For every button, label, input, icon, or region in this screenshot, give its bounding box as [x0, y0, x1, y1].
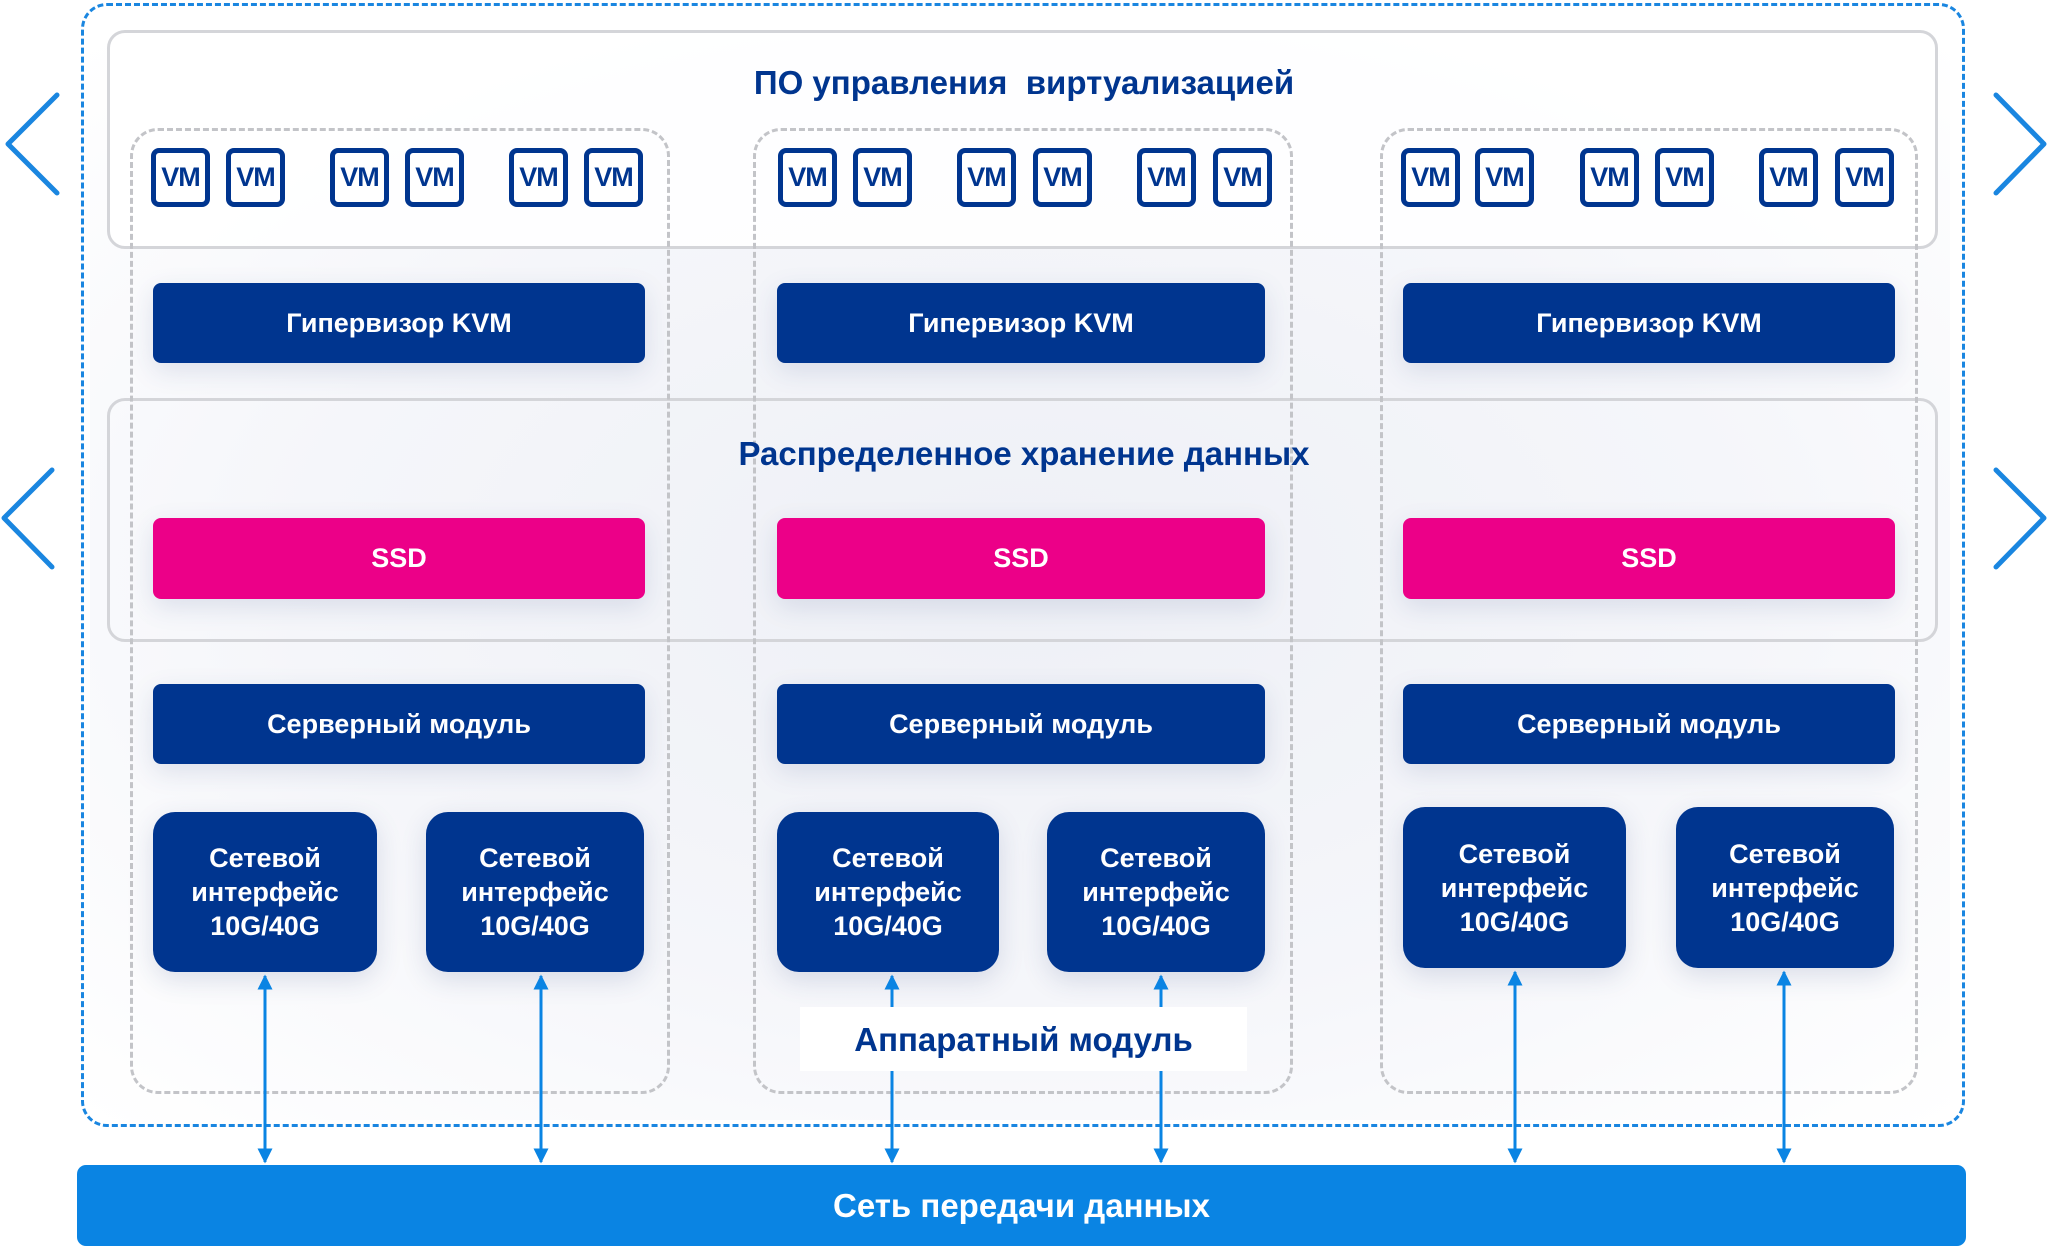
hardware-module-3 — [1380, 128, 1918, 1094]
vm-box[interactable]: VM — [1835, 148, 1894, 207]
network-interface-block[interactable]: Сетевой интерфейс 10G/40G — [1403, 807, 1626, 968]
hypervisor-block[interactable]: Гипервизор KVM — [1403, 283, 1895, 363]
ssd-block[interactable]: SSD — [153, 518, 645, 599]
hardware-module-2 — [753, 128, 1293, 1094]
vm-box[interactable]: VM — [226, 148, 285, 207]
management-layer — [107, 30, 1938, 249]
ssd-block[interactable]: SSD — [777, 518, 1265, 599]
vm-box[interactable]: VM — [1759, 148, 1818, 207]
vm-box[interactable]: VM — [509, 148, 568, 207]
hardware-label-background — [800, 1007, 1247, 1071]
vm-box[interactable]: VM — [1475, 148, 1534, 207]
vm-box[interactable]: VM — [151, 148, 210, 207]
vm-box[interactable]: VM — [1655, 148, 1714, 207]
vm-box[interactable]: VM — [1580, 148, 1639, 207]
storage-layer — [107, 398, 1938, 642]
server-module-block[interactable]: Серверный модуль — [153, 684, 645, 764]
chevron-left-icon[interactable] — [1, 467, 55, 570]
data-network-bar[interactable]: Сеть передачи данных — [77, 1165, 1966, 1246]
vm-box[interactable]: VM — [405, 148, 464, 207]
hypervisor-block[interactable]: Гипервизор KVM — [153, 283, 645, 363]
vm-box[interactable]: VM — [1401, 148, 1460, 207]
network-interface-block[interactable]: Сетевой интерфейс 10G/40G — [1047, 812, 1265, 972]
hardware-module-1 — [130, 128, 670, 1094]
vm-box[interactable]: VM — [330, 148, 389, 207]
vm-box[interactable]: VM — [778, 148, 837, 207]
cluster-boundary — [81, 3, 1965, 1127]
network-interface-block[interactable]: Сетевой интерфейс 10G/40G — [777, 812, 999, 972]
vm-box[interactable]: VM — [1137, 148, 1196, 207]
vm-box[interactable]: VM — [853, 148, 912, 207]
server-module-block[interactable]: Серверный модуль — [777, 684, 1265, 764]
management-title: ПО управления виртуализацией — [753, 64, 1295, 101]
ssd-block[interactable]: SSD — [1403, 518, 1895, 599]
vm-box[interactable]: VM — [584, 148, 643, 207]
hypervisor-block[interactable]: Гипервизор KVM — [777, 283, 1265, 363]
storage-title: Распределенное хранение данных — [738, 435, 1310, 472]
chevron-left-icon[interactable] — [5, 92, 60, 196]
chevron-right-icon[interactable] — [1993, 92, 2047, 196]
chevron-right-icon[interactable] — [1993, 467, 2047, 570]
hardware-module-title: Аппаратный модуль — [854, 1021, 1193, 1058]
vm-box[interactable]: VM — [1213, 148, 1272, 207]
network-interface-block[interactable]: Сетевой интерфейс 10G/40G — [1676, 807, 1894, 968]
network-interface-block[interactable]: Сетевой интерфейс 10G/40G — [426, 812, 644, 972]
network-interface-block[interactable]: Сетевой интерфейс 10G/40G — [153, 812, 377, 972]
server-module-block[interactable]: Серверный модуль — [1403, 684, 1895, 764]
vm-box[interactable]: VM — [957, 148, 1016, 207]
vm-box[interactable]: VM — [1033, 148, 1092, 207]
